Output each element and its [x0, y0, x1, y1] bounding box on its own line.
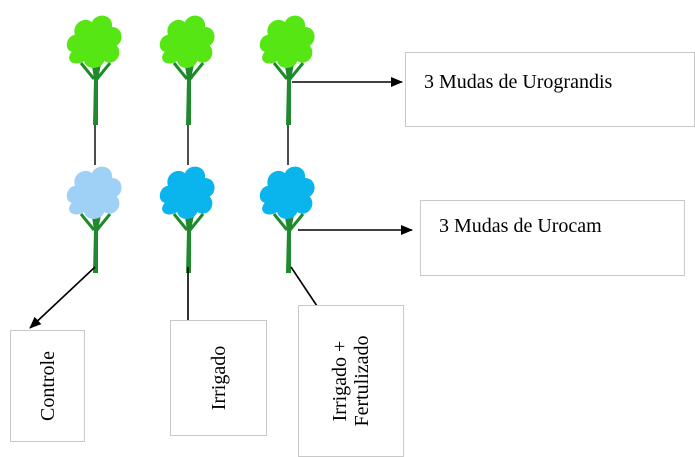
irrigado-fertilizado-label: Irrigado + Fertulizado: [329, 335, 373, 426]
tree-branch: [172, 62, 189, 80]
urograndis-tree-2: [159, 15, 215, 125]
tree-branch: [172, 213, 189, 231]
irrigado-label-box: Irrigado: [170, 320, 267, 436]
tree-canopy: [66, 166, 122, 220]
tree-branch: [95, 62, 112, 80]
urograndis-label: 3 Mudas de Urograndis: [424, 71, 613, 93]
urocam-label: 3 Mudas de Urocam: [439, 215, 602, 237]
urograndis-tree-1: [66, 15, 122, 125]
tree-canopy: [66, 15, 122, 69]
tree-canopy: [259, 166, 315, 220]
tree-branch: [288, 213, 305, 231]
irrigado-fertilizado-line1: Irrigado +: [329, 340, 351, 422]
tree-branch: [188, 213, 205, 231]
irrigado-label: Irrigado: [207, 345, 230, 411]
tree-trunk: [184, 59, 195, 125]
connector-lines: [94, 125, 289, 165]
tree-trunk: [284, 59, 295, 125]
controle-label-box: Controle: [10, 330, 85, 442]
tree-branch: [272, 62, 289, 80]
tree-canopy: [159, 166, 215, 220]
arrow-to-controle: [29, 266, 96, 329]
controle-label: Controle: [36, 351, 59, 421]
irrigado-fertilizado-line2: Fertulizado: [351, 335, 373, 427]
tree-trunk: [184, 210, 195, 273]
tree-branch: [95, 213, 112, 231]
tree-trunk: [91, 59, 102, 125]
urocam-label-box: 3 Mudas de Urocam: [420, 200, 685, 276]
urograndis-label-box: 3 Mudas de Urograndis: [405, 52, 695, 127]
tree-canopy: [159, 15, 215, 69]
tree-canopy: [259, 15, 315, 69]
tree-trunk: [284, 210, 295, 273]
urograndis-tree-3: [259, 15, 315, 125]
irrigado-fertilizado-label-box: Irrigado + Fertulizado: [298, 305, 404, 457]
tree-branch: [188, 62, 205, 80]
tree-branch: [79, 213, 96, 231]
urocam-tree-irrigated: [159, 166, 215, 273]
tree-branch: [288, 62, 305, 80]
urocam-tree-control: [66, 166, 122, 273]
urocam-tree-irrigated-fertilized: [259, 166, 315, 273]
tree-trunk: [91, 210, 102, 273]
tree-branch: [272, 213, 289, 231]
tree-branch: [79, 62, 96, 80]
